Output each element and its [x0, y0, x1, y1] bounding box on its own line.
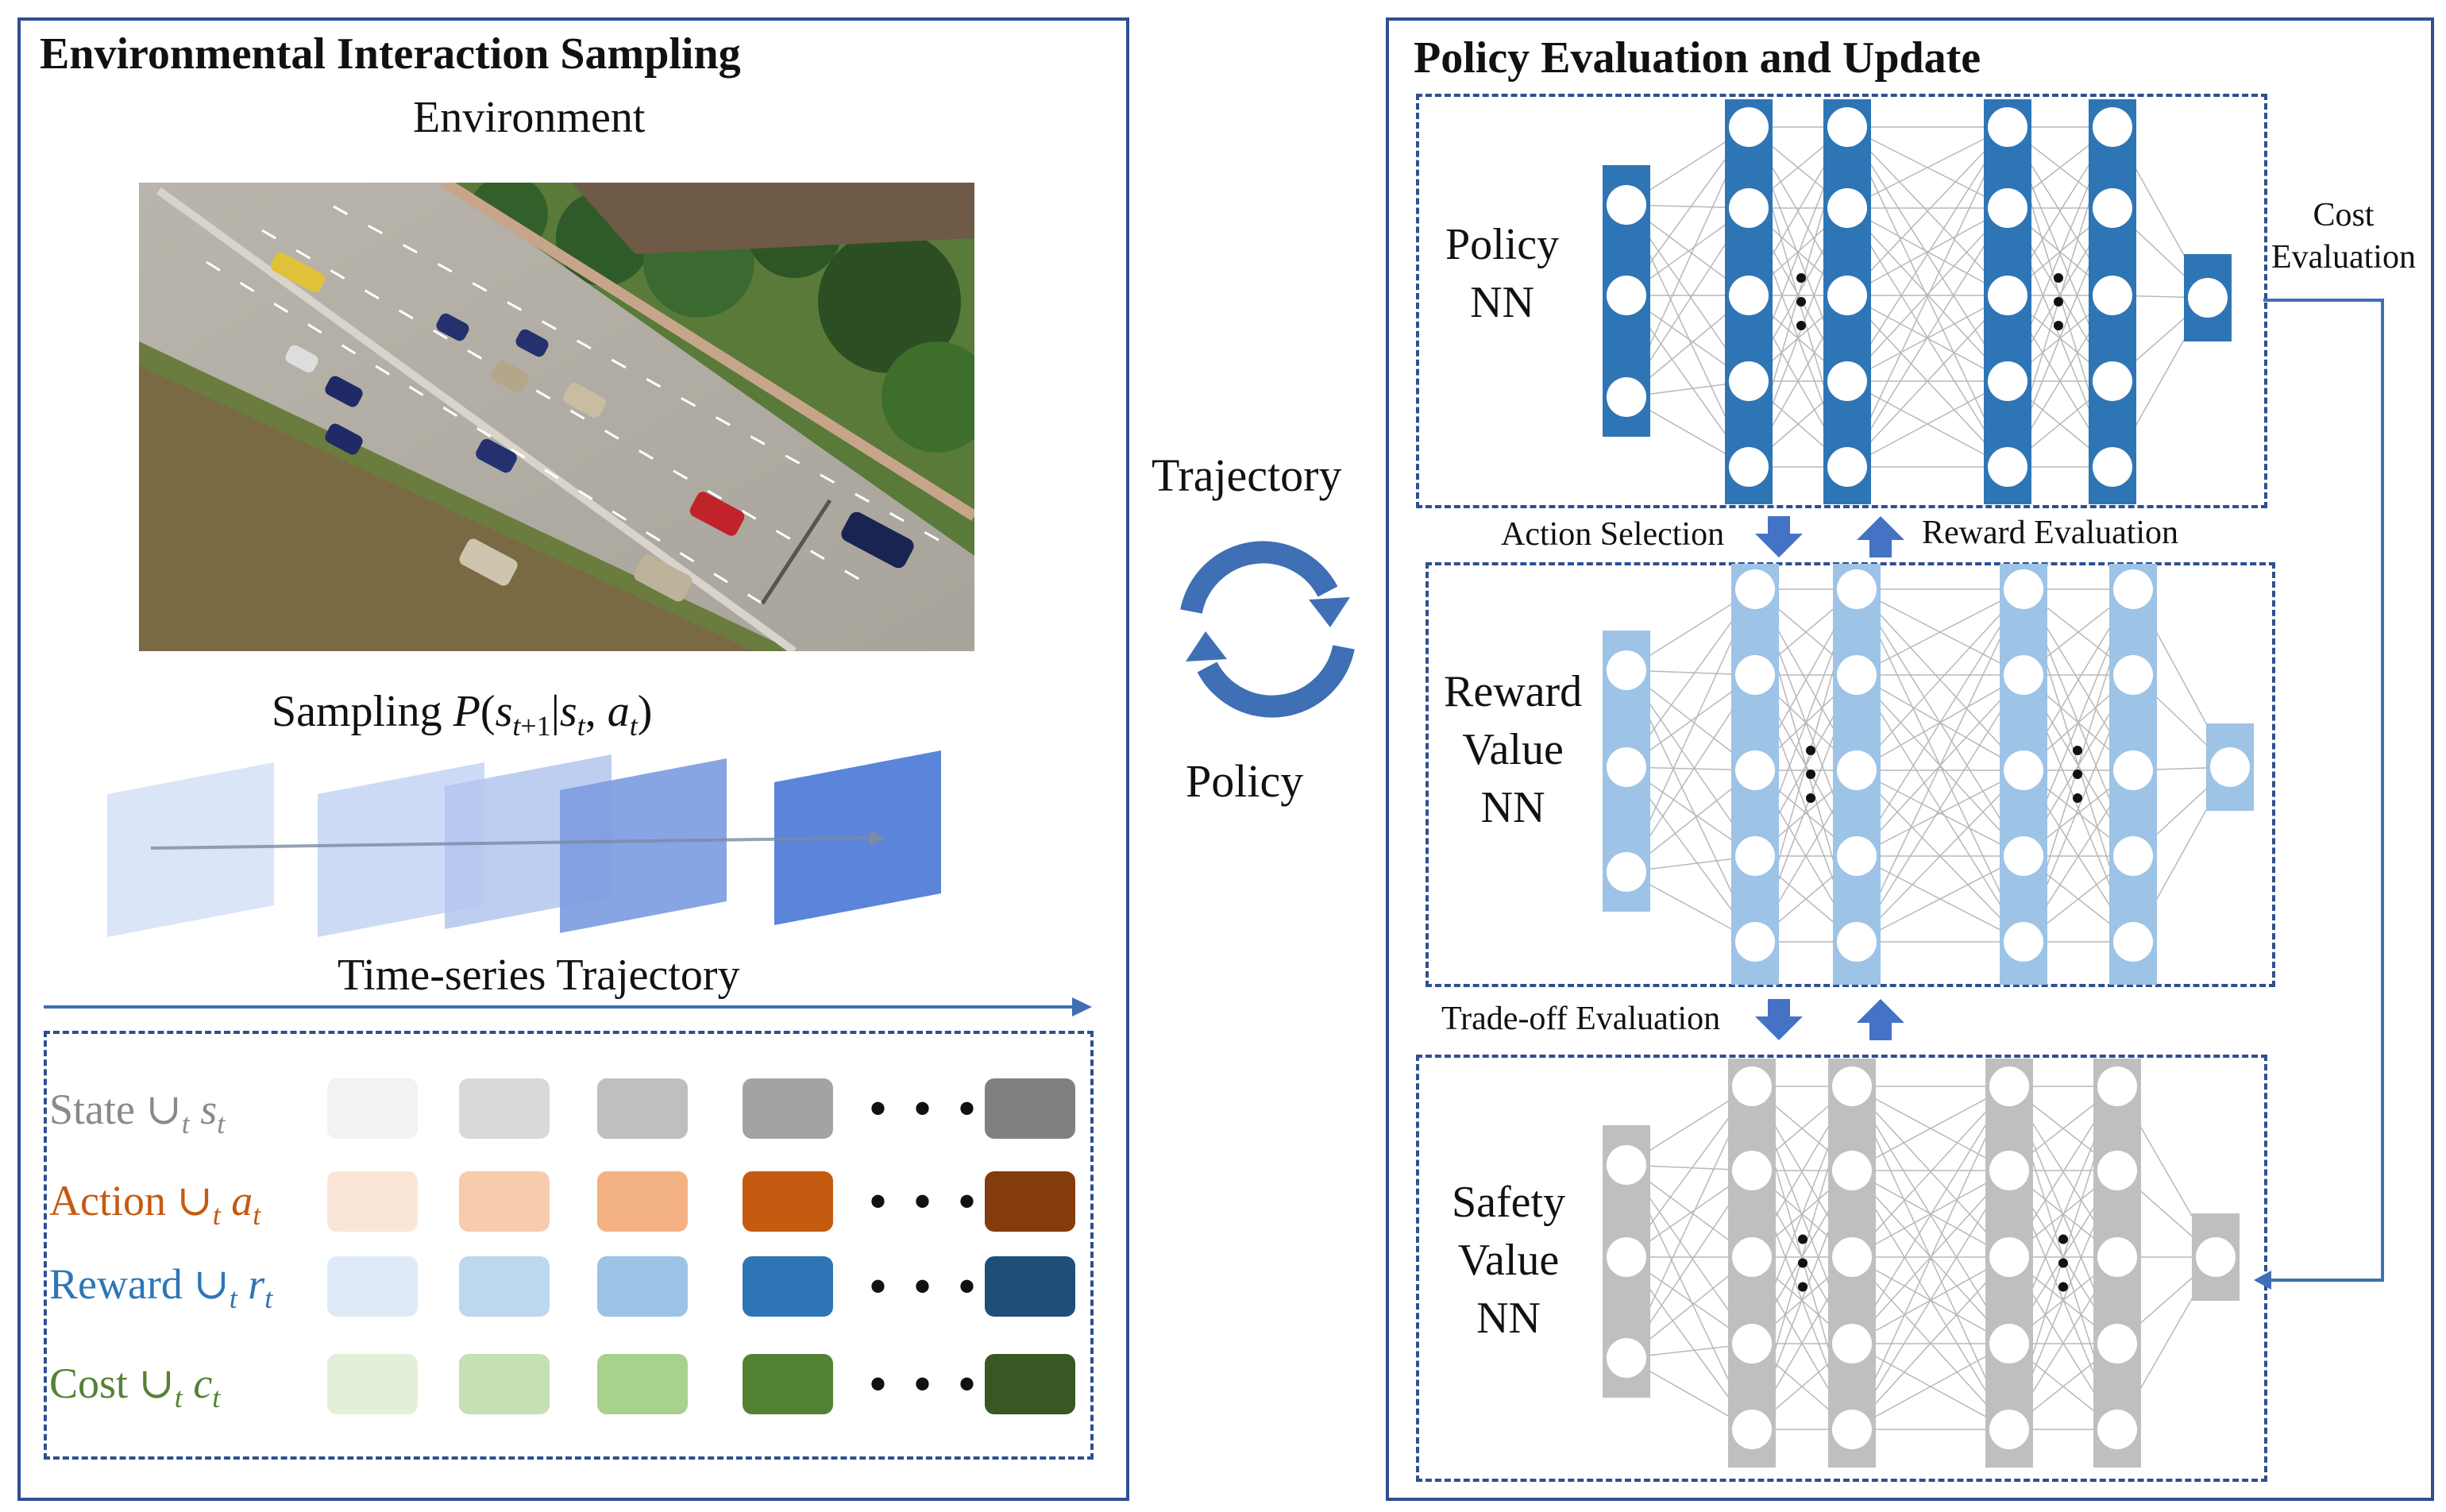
sampling-label: Sampling P(st+1|st, at) [272, 687, 653, 742]
tradeoff-evaluation-label: Trade-off Evaluation [1441, 1001, 1721, 1037]
swatch-cost-2 [459, 1354, 550, 1414]
swatch-state-4 [743, 1078, 833, 1139]
swatch-cost-5 [985, 1354, 1075, 1414]
swatch-cost-1 [327, 1354, 418, 1414]
policy-label: Policy [1186, 755, 1304, 807]
swatch-reward-2 [459, 1256, 550, 1317]
swatch-state-2 [459, 1078, 550, 1139]
swatch-action-3 [597, 1171, 688, 1232]
environment-label: Environment [413, 93, 646, 142]
row-label-state: State ∪t st [49, 1086, 226, 1140]
right-panel-title: Policy Evaluation and Update [1414, 33, 1981, 83]
swatch-cost-3 [597, 1354, 688, 1414]
row-label-action: Action ∪t at [49, 1177, 261, 1231]
swatch-reward-3 [597, 1256, 688, 1317]
swatch-action-4 [743, 1171, 833, 1232]
row-label-cost: Cost ∪t ct [49, 1360, 221, 1414]
swatch-reward-1 [327, 1256, 418, 1317]
swatch-action-2 [459, 1171, 550, 1232]
reward-evaluation-label: Reward Evaluation [1922, 515, 2179, 551]
action-selection-label: Action Selection [1501, 516, 1725, 553]
ellipsis-cost: • • • [870, 1358, 984, 1410]
swatch-cost-4 [743, 1354, 833, 1414]
swatch-reward-5 [985, 1256, 1075, 1317]
ellipsis-state: • • • [870, 1082, 984, 1135]
trajectory-table [44, 1031, 1094, 1460]
row-label-reward: Reward ∪t rt [49, 1260, 273, 1314]
swatch-state-1 [327, 1078, 418, 1139]
environmental-sampling-panel [17, 17, 1129, 1501]
swatch-state-5 [985, 1078, 1075, 1139]
ellipsis-reward: • • • [870, 1260, 984, 1313]
left-panel-title: Environmental Interaction Sampling [40, 29, 741, 79]
policy-evaluation-panel [1386, 17, 2434, 1501]
ellipsis-action: • • • [870, 1175, 984, 1228]
swatch-state-3 [597, 1078, 688, 1139]
swatch-action-1 [327, 1171, 418, 1232]
swatch-reward-4 [743, 1256, 833, 1317]
swatch-action-5 [985, 1171, 1075, 1232]
time-series-label: Time-series Trajectory [338, 951, 740, 1000]
trajectory-label: Trajectory [1152, 449, 1342, 501]
